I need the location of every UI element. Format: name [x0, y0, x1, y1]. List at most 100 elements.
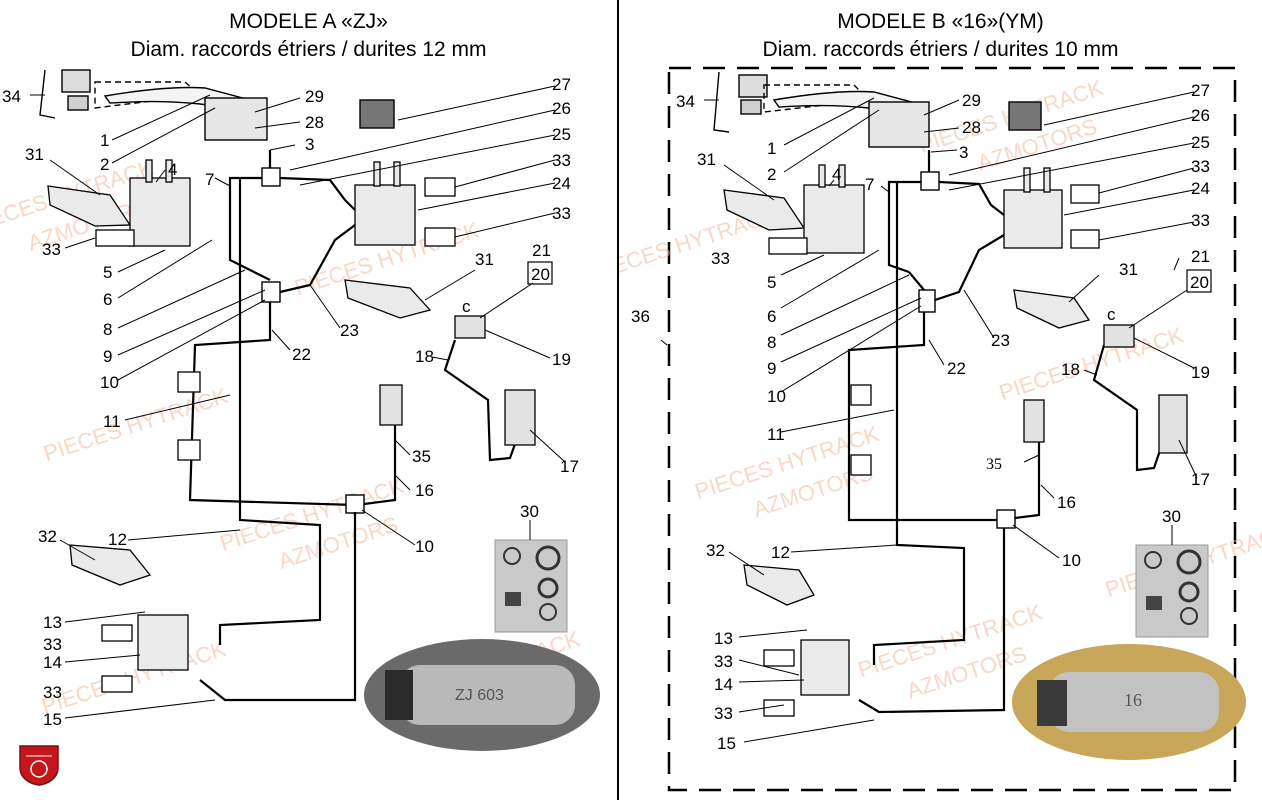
- part-label: 33: [1191, 157, 1210, 176]
- part-label: 4: [168, 160, 177, 179]
- watermark-text: PIECES HYTRACK: [40, 383, 231, 466]
- model-b-title: MODELE B «16»(YM): [837, 10, 1044, 33]
- brake-lines: [847, 150, 1169, 714]
- brake-lever: [39, 69, 395, 141]
- part-label: 24: [552, 174, 571, 193]
- part-label: 16: [1057, 493, 1076, 512]
- part-label: 29: [305, 87, 324, 106]
- part-label: 14: [43, 653, 62, 672]
- part-label: 33: [42, 240, 61, 259]
- part-label: 5: [103, 263, 112, 282]
- model-a-diagram: PIECES HYTRACK AZMOTORS PIECES HYTRACK P…: [0, 69, 600, 751]
- part-label: 33: [714, 652, 733, 671]
- part-label: 2: [767, 165, 776, 184]
- part-label: 2: [100, 155, 109, 174]
- part-label: 30: [1162, 507, 1181, 526]
- part-label: 33: [1191, 211, 1210, 230]
- part-label: 27: [552, 75, 571, 94]
- rear-caliper: [743, 564, 850, 717]
- part-label: 33: [711, 249, 730, 268]
- part-label: 36: [631, 307, 650, 326]
- part-label: 6: [103, 290, 112, 309]
- part-label: 26: [552, 99, 571, 118]
- part-label: 1: [767, 139, 776, 158]
- front-right-caliper: [344, 161, 456, 319]
- part-label: 25: [1191, 133, 1210, 152]
- model-a-panel: MODELE A «ZJ» Diam. raccords étriers / d…: [0, 0, 617, 800]
- part-label: 31: [1119, 260, 1138, 279]
- part-label: 30: [520, 502, 539, 521]
- model-a-subtitle: Diam. raccords étriers / durites 12 mm: [130, 38, 487, 61]
- part-label: 4: [832, 165, 841, 184]
- seal-kit-image: [1135, 544, 1209, 638]
- part-label: 31: [475, 250, 494, 269]
- part-label: 21: [532, 241, 551, 260]
- part-label: 18: [415, 347, 434, 366]
- part-label: 22: [947, 359, 966, 378]
- part-label: 33: [43, 683, 62, 702]
- part-label: 23: [991, 331, 1010, 350]
- part-label: 29: [962, 91, 981, 110]
- part-stamp: ZJ 603: [455, 687, 504, 704]
- part-label: 34: [676, 92, 695, 111]
- part-label: 26: [1191, 106, 1210, 125]
- part-label: 10: [767, 387, 786, 406]
- part-label: 20: [1190, 273, 1209, 292]
- part-label: 33: [714, 704, 733, 723]
- part-label: 13: [43, 613, 62, 632]
- part-label: 1: [100, 131, 109, 150]
- part-label: 28: [962, 118, 981, 137]
- front-right-caliper: [1003, 167, 1100, 329]
- part-label-box: [1186, 269, 1212, 293]
- part-label: 18: [1061, 360, 1080, 379]
- part-label: 33: [552, 204, 571, 223]
- part-label: 11: [767, 425, 785, 444]
- model-b-panel: MODELE B «16»(YM) Diam. raccords étriers…: [619, 0, 1262, 800]
- part-label: 20: [531, 265, 550, 284]
- part-label: 35: [412, 447, 431, 466]
- part-stamp: 16: [1124, 690, 1142, 710]
- model-a-title: MODELE A «ZJ»: [229, 10, 388, 33]
- part-label: 19: [552, 350, 571, 369]
- rear-caliper: [69, 544, 189, 693]
- part-label: 12: [108, 530, 127, 549]
- part-label: 15: [717, 734, 736, 753]
- watermark-text: PIECES HYTRACK: [38, 636, 229, 719]
- part-label: 8: [767, 333, 776, 352]
- master-cylinder: [850, 324, 1188, 476]
- part-label: 11: [103, 412, 121, 431]
- leader-lines: [660, 91, 1198, 743]
- part-label: 34: [2, 87, 21, 106]
- part-label: 8: [103, 320, 112, 339]
- part-label: 27: [1191, 81, 1210, 100]
- part-label: 10: [100, 373, 119, 392]
- part-labels: 34 29 27 26 1 28 2 3 25 31 4 7 33 24 33 …: [2, 75, 579, 729]
- part-label: 24: [1191, 179, 1210, 198]
- kit-boundary: [667, 66, 1237, 792]
- part-label: 31: [697, 150, 716, 169]
- part-label: 17: [560, 457, 579, 476]
- part-label: 35: [986, 456, 1002, 473]
- model-b-subtitle: Diam. raccords étriers / durites 10 mm: [762, 38, 1119, 61]
- part-label: 19: [1191, 363, 1210, 382]
- model-b-diagram: PIECES HYTRACK PIECES HYTRACK AZMOTORS P…: [619, 66, 1262, 792]
- part-label: c: [1107, 305, 1116, 324]
- part-label: 17: [1191, 470, 1210, 489]
- part-label: 32: [706, 541, 725, 560]
- master-cylinder: [177, 315, 536, 461]
- part-label: 3: [305, 135, 314, 154]
- front-left-caliper: [47, 159, 191, 247]
- part-label: 9: [103, 347, 112, 366]
- part-label: 3: [959, 143, 968, 162]
- azmotors-logo-icon: [19, 745, 59, 786]
- part-label: 7: [865, 175, 874, 194]
- part-label: 10: [415, 537, 434, 556]
- part-label: 9: [767, 359, 776, 378]
- part-labels: 27 34 29 26 28 1 3 25 2 31 33 4 7 24 33 …: [631, 81, 1212, 753]
- part-label: 12: [771, 543, 790, 562]
- master-cylinder-photo: ZJ 603: [364, 639, 600, 751]
- part-label: 23: [340, 321, 359, 340]
- seal-kit-image: [494, 539, 568, 633]
- panel-divider: [617, 0, 619, 800]
- part-label: c: [462, 297, 471, 316]
